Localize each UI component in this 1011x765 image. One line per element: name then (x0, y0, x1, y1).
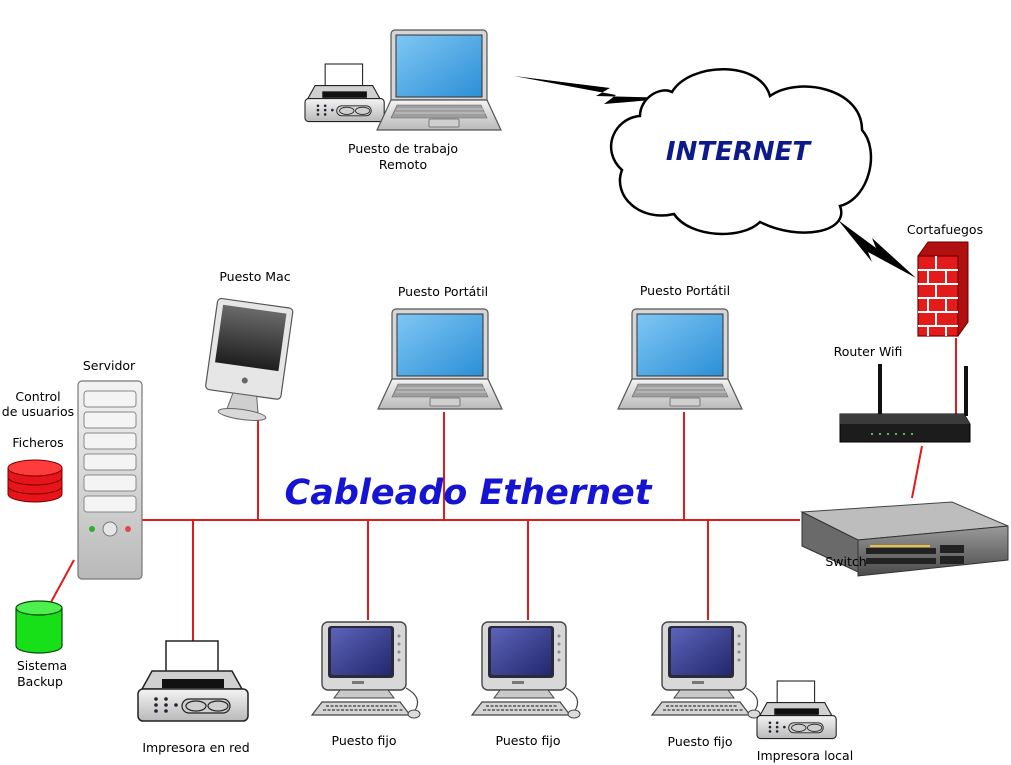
local-printer-label: Impresora local (757, 748, 853, 763)
laptop1-label: Puesto Portátil (398, 284, 488, 299)
lightning-firewall-icon (838, 220, 916, 278)
wire-router-switch (911, 445, 923, 499)
switch-label: Switch (825, 554, 866, 569)
laptop2-label: Puesto Portátil (640, 283, 730, 298)
pc1-label: Puesto fijo (332, 733, 397, 748)
remote-laptop (376, 29, 502, 131)
laptop2 (617, 308, 743, 410)
firewall-icon (917, 241, 969, 337)
control-label-line1: Control (15, 389, 60, 404)
mac-computer (205, 297, 294, 421)
internet-cloud: INTERNET (610, 68, 873, 236)
laptop1 (377, 308, 503, 410)
firewall-label: Cortafuegos (907, 222, 983, 237)
files-database-icon (7, 459, 63, 503)
wire-backup (49, 559, 75, 605)
remote-label-line2: Remoto (379, 157, 427, 172)
backup-database-icon (15, 600, 63, 654)
backup-label-line2: Backup (17, 674, 63, 689)
net-printer-label: Impresora en red (142, 740, 249, 755)
desktop-pc2 (471, 621, 581, 719)
internet-label: INTERNET (666, 137, 812, 167)
pc3-label: Puesto fijo (668, 734, 733, 749)
mac-label: Puesto Mac (219, 269, 290, 284)
diagram-title: Cableado Ethernet (285, 473, 653, 513)
server-label: Servidor (83, 358, 136, 373)
remote-label-line1: Puesto de trabajo (348, 141, 458, 156)
desktop-pc3 (651, 621, 761, 719)
network-printer (137, 640, 249, 722)
server-tower (77, 380, 143, 580)
router-icon (839, 364, 971, 443)
router-label: Router Wifi (834, 344, 903, 359)
ethernet-wires (49, 338, 957, 644)
lightning-remote-icon (514, 76, 676, 104)
backup-label-line1: Sistema (17, 658, 67, 673)
desktop-pc1 (311, 621, 421, 719)
control-label-line2: de usuarios (2, 404, 74, 419)
switch-icon (800, 501, 1009, 577)
pc2-label: Puesto fijo (496, 733, 561, 748)
remote-printer (304, 63, 385, 123)
files-label: Ficheros (12, 435, 63, 450)
local-printer (756, 680, 837, 740)
cloud-icon (610, 68, 873, 236)
